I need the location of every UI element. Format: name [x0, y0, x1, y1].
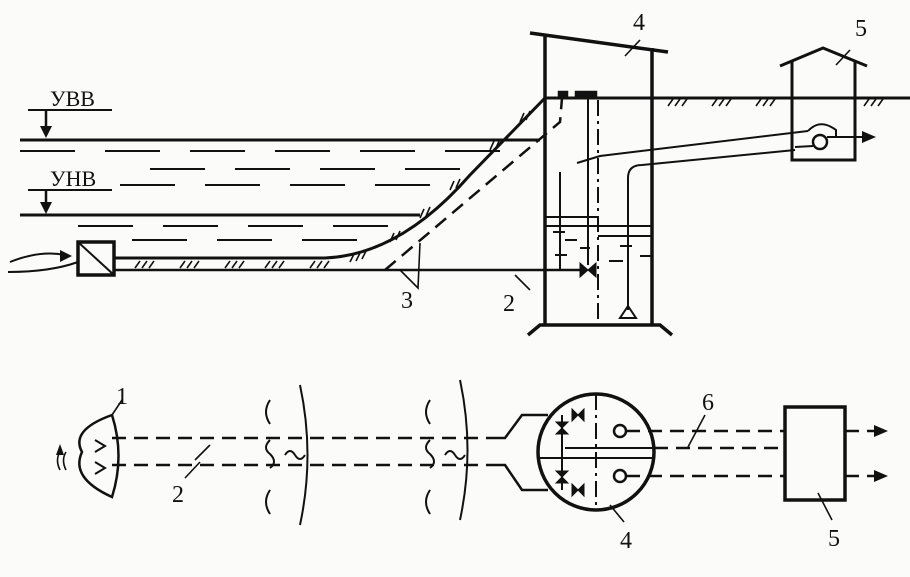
label-5-plan: 5 — [828, 526, 840, 552]
section-view: УВВ УНВ — [7, 10, 910, 337]
gravity-pipes-plan — [112, 436, 490, 467]
pump-station-well — [526, 31, 809, 337]
water-dashes — [20, 150, 520, 241]
pump-icon — [811, 133, 829, 151]
ground-hatching — [134, 98, 884, 269]
intake-plan-icon — [56, 399, 123, 499]
arrow-icon — [874, 470, 888, 482]
label-2-plan: 2 — [172, 482, 184, 508]
label-3: 3 — [401, 288, 413, 314]
valve-icon — [579, 261, 597, 279]
label-1: 1 — [116, 384, 128, 410]
suction-pipe — [627, 149, 796, 310]
upper-level-label: УВВ — [50, 86, 95, 111]
plan-view: 1 2 4 — [56, 379, 888, 554]
break-lines — [265, 379, 469, 526]
pump-station-plan — [536, 392, 656, 523]
arrow-icon — [862, 131, 876, 143]
consumer-plan — [783, 405, 847, 502]
upper-water-level: УВВ — [20, 86, 540, 142]
label-2-section: 2 — [503, 291, 515, 317]
river-bank — [115, 96, 910, 260]
suction-strainer-icon — [618, 304, 638, 319]
pressure-pipe-section — [576, 130, 809, 164]
label-4-plan: 4 — [620, 528, 632, 554]
intake-head-icon — [7, 240, 116, 277]
pressure-pipes-plan — [626, 429, 876, 478]
siphon-pipe — [384, 97, 564, 271]
consumer-building — [779, 46, 876, 162]
label-6: 6 — [702, 390, 714, 416]
label-4-section: 4 — [633, 10, 645, 36]
arrow-icon — [874, 425, 888, 437]
lower-water-level: УНВ — [20, 166, 420, 217]
lower-level-label: УНВ — [50, 166, 96, 191]
label-5-section: 5 — [855, 16, 867, 42]
